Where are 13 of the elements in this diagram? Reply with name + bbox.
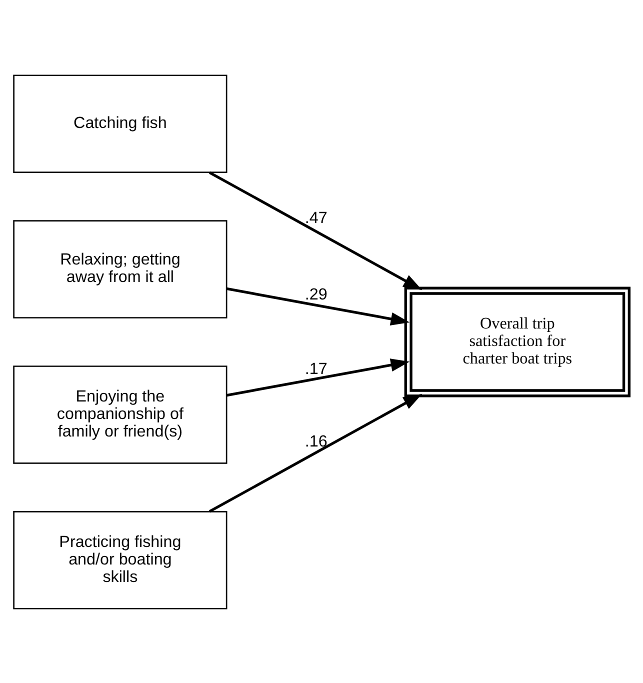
arrow xyxy=(208,170,422,290)
arrow xyxy=(226,358,410,396)
edge-label: .29 xyxy=(304,285,328,304)
node-box: Practicing fishing and/or boating skills xyxy=(13,510,228,609)
edge-label: .47 xyxy=(304,208,328,226)
edge-label: .17 xyxy=(304,359,328,378)
arrow xyxy=(208,393,422,512)
node-box: Relaxing; getting away from it all xyxy=(13,220,228,318)
node-box: Enjoying the companionship of family or friend(s) xyxy=(13,365,228,464)
edge-label: .16 xyxy=(304,432,328,450)
node-box: Overall trip satisfaction for charter boat trips xyxy=(404,286,631,397)
arrow xyxy=(226,286,410,325)
node-box: Catching fish xyxy=(13,74,228,172)
